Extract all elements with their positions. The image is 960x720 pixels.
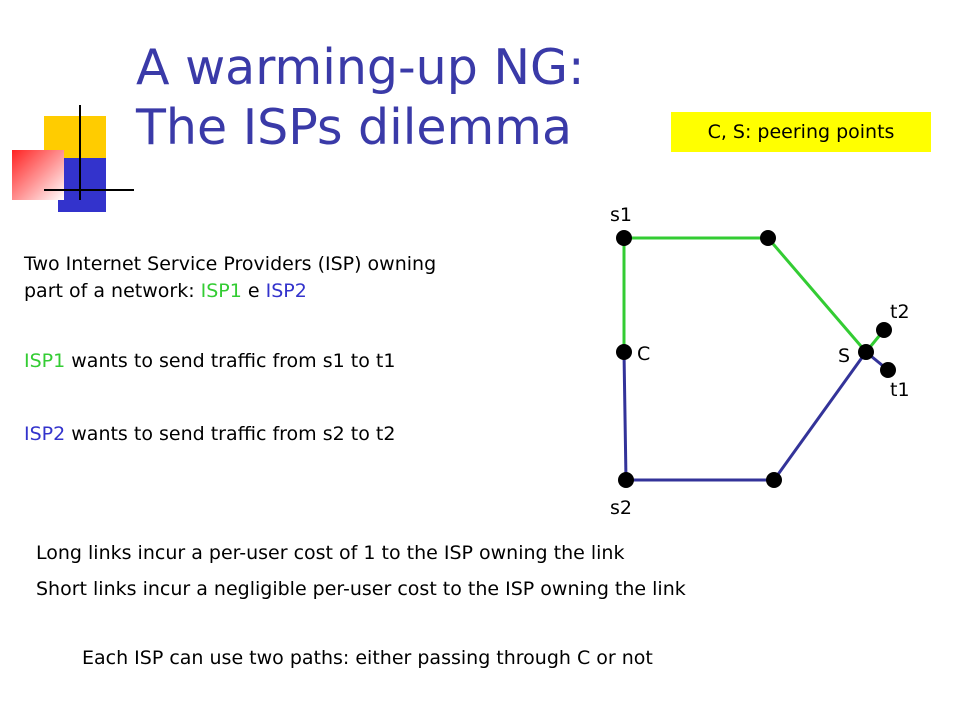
isp1-links	[622, 236, 886, 353]
isp2-links	[622, 350, 889, 482]
label-t1: t1	[890, 379, 910, 401]
link-c-s2	[622, 351, 628, 481]
isp1-goal-label: ISP1	[24, 350, 66, 372]
node-t1	[880, 362, 896, 378]
isp1-goal-text: wants to send traffic from s1 to t1	[65, 350, 396, 372]
node-t2	[876, 322, 892, 338]
link-top-right-s	[766, 237, 868, 353]
description-line-2: part of a network: ISP1 e ISP2	[24, 278, 307, 304]
long-links-text: Long links incur a per-user cost of 1 to…	[36, 542, 625, 564]
label-c: C	[637, 343, 650, 365]
isp2-goal-text: wants to send traffic from s2 to t2	[65, 423, 396, 445]
isp2-label: ISP2	[265, 280, 307, 302]
short-links-text: Short links incur a negligible per-user …	[36, 578, 686, 600]
title-line-1: A warming-up NG:	[136, 39, 585, 96]
isp1-label: ISP1	[200, 280, 242, 302]
slide-title: A warming-up NG: The ISPs dilemma	[136, 38, 585, 158]
label-s1: s1	[610, 204, 632, 226]
node-s1	[616, 230, 632, 246]
node-s	[858, 344, 874, 360]
label-t2: t2	[890, 301, 910, 323]
paths-text: Each ISP can use two paths: either passi…	[82, 647, 653, 669]
node-bottom-right	[766, 472, 782, 488]
node-s2	[618, 472, 634, 488]
decor-vertical-line	[79, 105, 81, 200]
description-mid: e	[241, 280, 266, 302]
isp2-goal-label: ISP2	[24, 423, 66, 445]
decor-red-gradient	[12, 150, 64, 200]
link-bottom-right-s	[772, 351, 868, 481]
title-line-2: The ISPs dilemma	[136, 99, 573, 156]
description-line-1: Two Internet Service Providers (ISP) own…	[24, 253, 437, 275]
description-prefix: part of a network:	[24, 280, 201, 302]
node-top-right	[760, 230, 776, 246]
node-labels: s1 C S t2 t1 s2	[610, 204, 910, 519]
label-s2: s2	[610, 497, 632, 519]
isp2-goal: ISP2 wants to send traffic from s2 to t2	[24, 421, 395, 447]
nodes	[616, 230, 896, 488]
decor-horizontal-line	[44, 189, 134, 191]
decor-blue-block	[58, 158, 106, 212]
label-s: S	[838, 345, 850, 367]
peering-points-note: C, S: peering points	[671, 112, 931, 152]
isp1-goal: ISP1 wants to send traffic from s1 to t1	[24, 348, 395, 374]
node-c	[616, 344, 632, 360]
